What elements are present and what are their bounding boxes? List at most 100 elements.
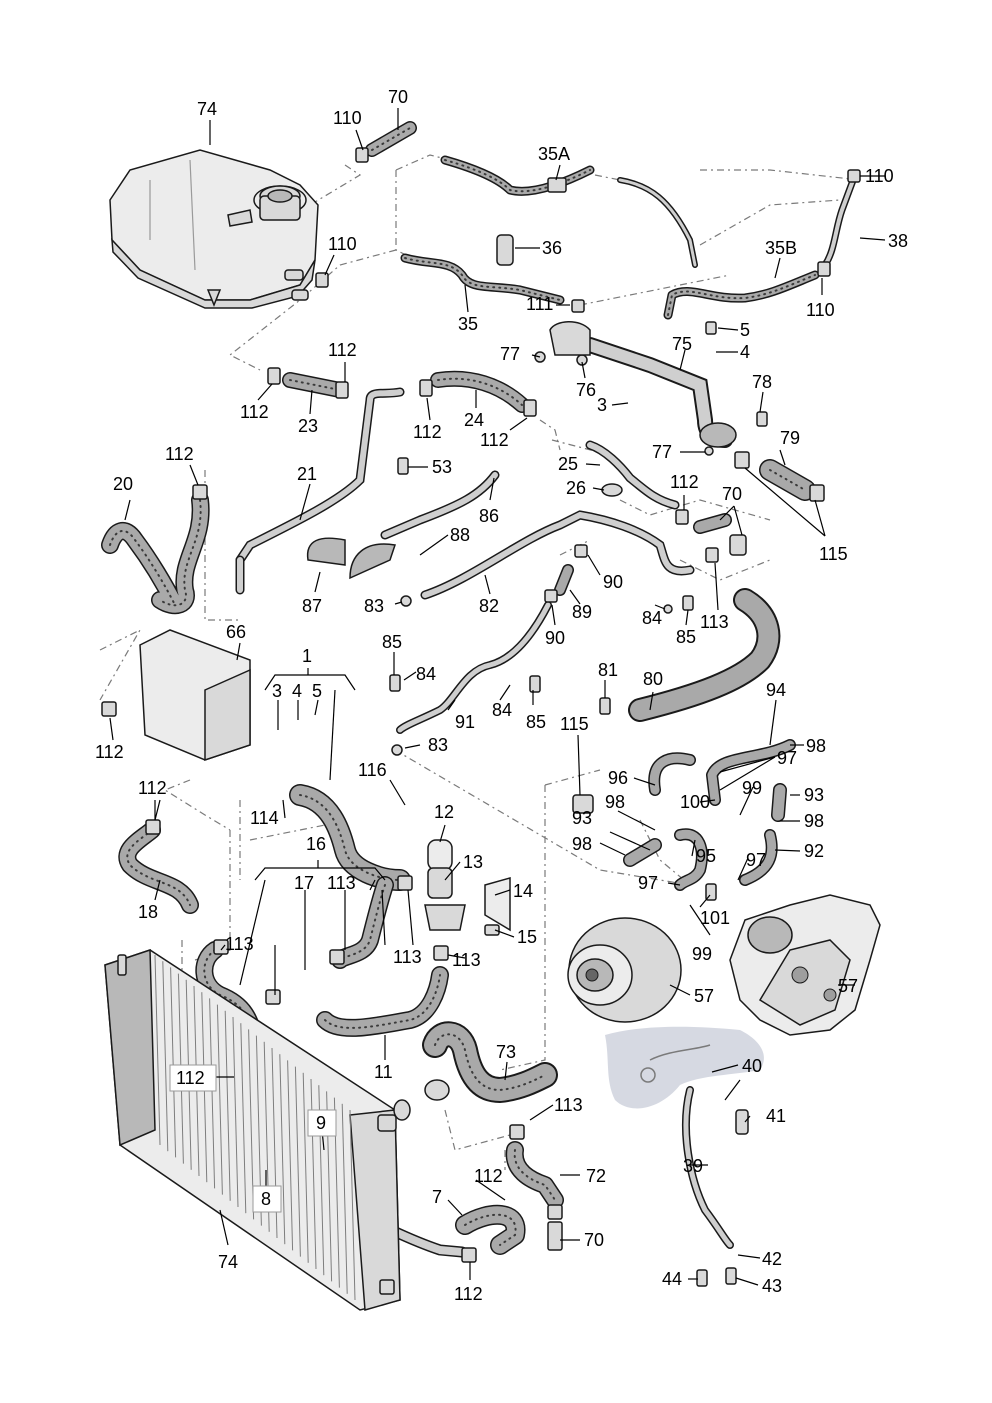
label-78: 78 (752, 372, 772, 392)
radiator (104, 948, 411, 1311)
label-20: 20 (113, 474, 133, 494)
label-57-alternator: 57 (694, 986, 714, 1006)
callout-box-9 (307, 1109, 337, 1137)
label-112: 112 (480, 430, 509, 450)
label-113: 113 (393, 947, 422, 967)
label-4: 4 (292, 681, 302, 701)
label-14: 14 (513, 881, 533, 901)
label-8-boxed: 8 (261, 1189, 271, 1209)
label-9-boxed: 9 (316, 1113, 326, 1133)
label-112: 112 (95, 742, 124, 762)
label-90: 90 (545, 628, 565, 648)
label-98: 98 (605, 792, 625, 812)
label-57-pump: 57 (838, 976, 858, 996)
label-74-tank: 74 (197, 99, 217, 119)
callout-box-8 (252, 1185, 282, 1213)
label-80: 80 (643, 669, 663, 689)
label-97: 97 (777, 748, 797, 768)
label-110: 110 (806, 300, 835, 320)
expansion-tank (109, 149, 319, 309)
label-97: 97 (746, 850, 766, 870)
label-76: 76 (576, 380, 596, 400)
label-116: 116 (358, 760, 387, 780)
leader-lines (109, 108, 886, 1286)
label-89: 89 (572, 602, 592, 622)
label-73: 73 (496, 1042, 516, 1062)
label-4: 4 (740, 342, 750, 362)
label-5: 5 (740, 320, 750, 340)
label-70: 70 (722, 484, 742, 504)
label-86: 86 (479, 506, 499, 526)
label-113: 113 (554, 1095, 583, 1115)
label-25: 25 (558, 454, 578, 474)
label-40: 40 (742, 1056, 762, 1076)
label-97: 97 (638, 873, 658, 893)
label-93: 93 (804, 785, 824, 805)
label-101: 101 (700, 908, 730, 928)
label-39: 39 (683, 1156, 703, 1176)
label-110: 110 (865, 166, 894, 186)
label-99: 99 (742, 778, 762, 798)
label-91: 91 (455, 712, 475, 732)
clamps (101, 147, 881, 1287)
label-23: 23 (298, 416, 318, 436)
radiator-fin (349, 1109, 356, 1301)
label-85: 85 (676, 627, 696, 647)
label-13: 13 (463, 852, 483, 872)
label-110: 110 (328, 234, 357, 254)
label-17: 17 (294, 873, 314, 893)
radiator-fin (170, 967, 177, 1158)
label-98: 98 (806, 736, 826, 756)
label-112: 112 (165, 444, 194, 464)
label-112: 112 (454, 1284, 483, 1304)
label-90: 90 (603, 572, 623, 592)
label-42: 42 (762, 1249, 782, 1269)
label-98: 98 (804, 811, 824, 831)
label-12: 12 (434, 802, 454, 822)
label-112: 112 (138, 778, 167, 798)
label-93: 93 (572, 808, 592, 828)
label-35B: 35B (765, 238, 797, 258)
label-112: 112 (413, 422, 442, 442)
label-94: 94 (766, 680, 786, 700)
label-70: 70 (584, 1230, 604, 1250)
label-7: 7 (432, 1187, 442, 1207)
label-112: 112 (328, 340, 357, 360)
label-84: 84 (416, 664, 436, 684)
label-70: 70 (388, 87, 408, 107)
label-3: 3 (272, 681, 282, 701)
label-96: 96 (608, 768, 628, 788)
label-75: 75 (672, 334, 692, 354)
label-87: 87 (302, 596, 322, 616)
label-38: 38 (888, 231, 908, 251)
label-113: 113 (327, 873, 356, 893)
label-112: 112 (240, 402, 269, 422)
label-95: 95 (696, 846, 716, 866)
label-36: 36 (542, 238, 562, 258)
label-110: 110 (333, 108, 362, 128)
label-112-boxed: 112 (176, 1068, 205, 1088)
label-82: 82 (479, 596, 499, 616)
radiator-fin (287, 1060, 294, 1251)
part-labels: 74 110 70 35A 110 36 35 110 35B 38 110 1… (95, 87, 908, 1304)
label-113: 113 (452, 950, 481, 970)
radiator-fin (216, 1004, 223, 1195)
radiator-fin (302, 1072, 309, 1263)
label-115: 115 (819, 544, 848, 564)
label-66: 66 (226, 622, 246, 642)
label-84: 84 (642, 608, 662, 628)
label-41: 41 (766, 1106, 786, 1126)
label-77: 77 (500, 344, 520, 364)
label-74-radiator: 74 (218, 1252, 238, 1272)
label-112: 112 (670, 472, 699, 492)
radiator-fin (294, 1066, 301, 1257)
label-85: 85 (526, 712, 546, 732)
label-11: 11 (374, 1062, 393, 1082)
radiator-fin (154, 954, 161, 1146)
radiator-fin (209, 998, 216, 1189)
label-113: 113 (225, 934, 254, 954)
label-15: 15 (517, 927, 537, 947)
label-79: 79 (780, 428, 800, 448)
label-53: 53 (432, 457, 452, 477)
